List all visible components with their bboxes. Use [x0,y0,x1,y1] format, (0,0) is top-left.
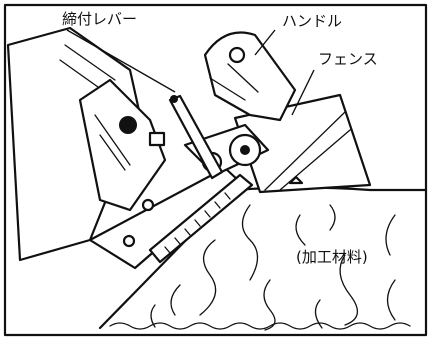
clamp-lever [168,94,224,180]
diagram-frame [3,3,428,337]
fence-assembly [148,93,372,264]
label-handle: ハンドル [282,12,342,30]
pivot-knob [119,116,137,134]
scale-bar [148,173,254,264]
label-fence: フェンス [318,50,378,68]
lever-leader-line [66,29,176,93]
label-workpiece: (加工材料) [296,248,368,266]
handle-leader-line [254,29,276,56]
machine-body [6,26,167,262]
fence-plate [233,93,372,194]
fence-leader-line [291,69,315,116]
label-lever: 締付レバー [62,10,137,28]
handle [203,31,297,122]
